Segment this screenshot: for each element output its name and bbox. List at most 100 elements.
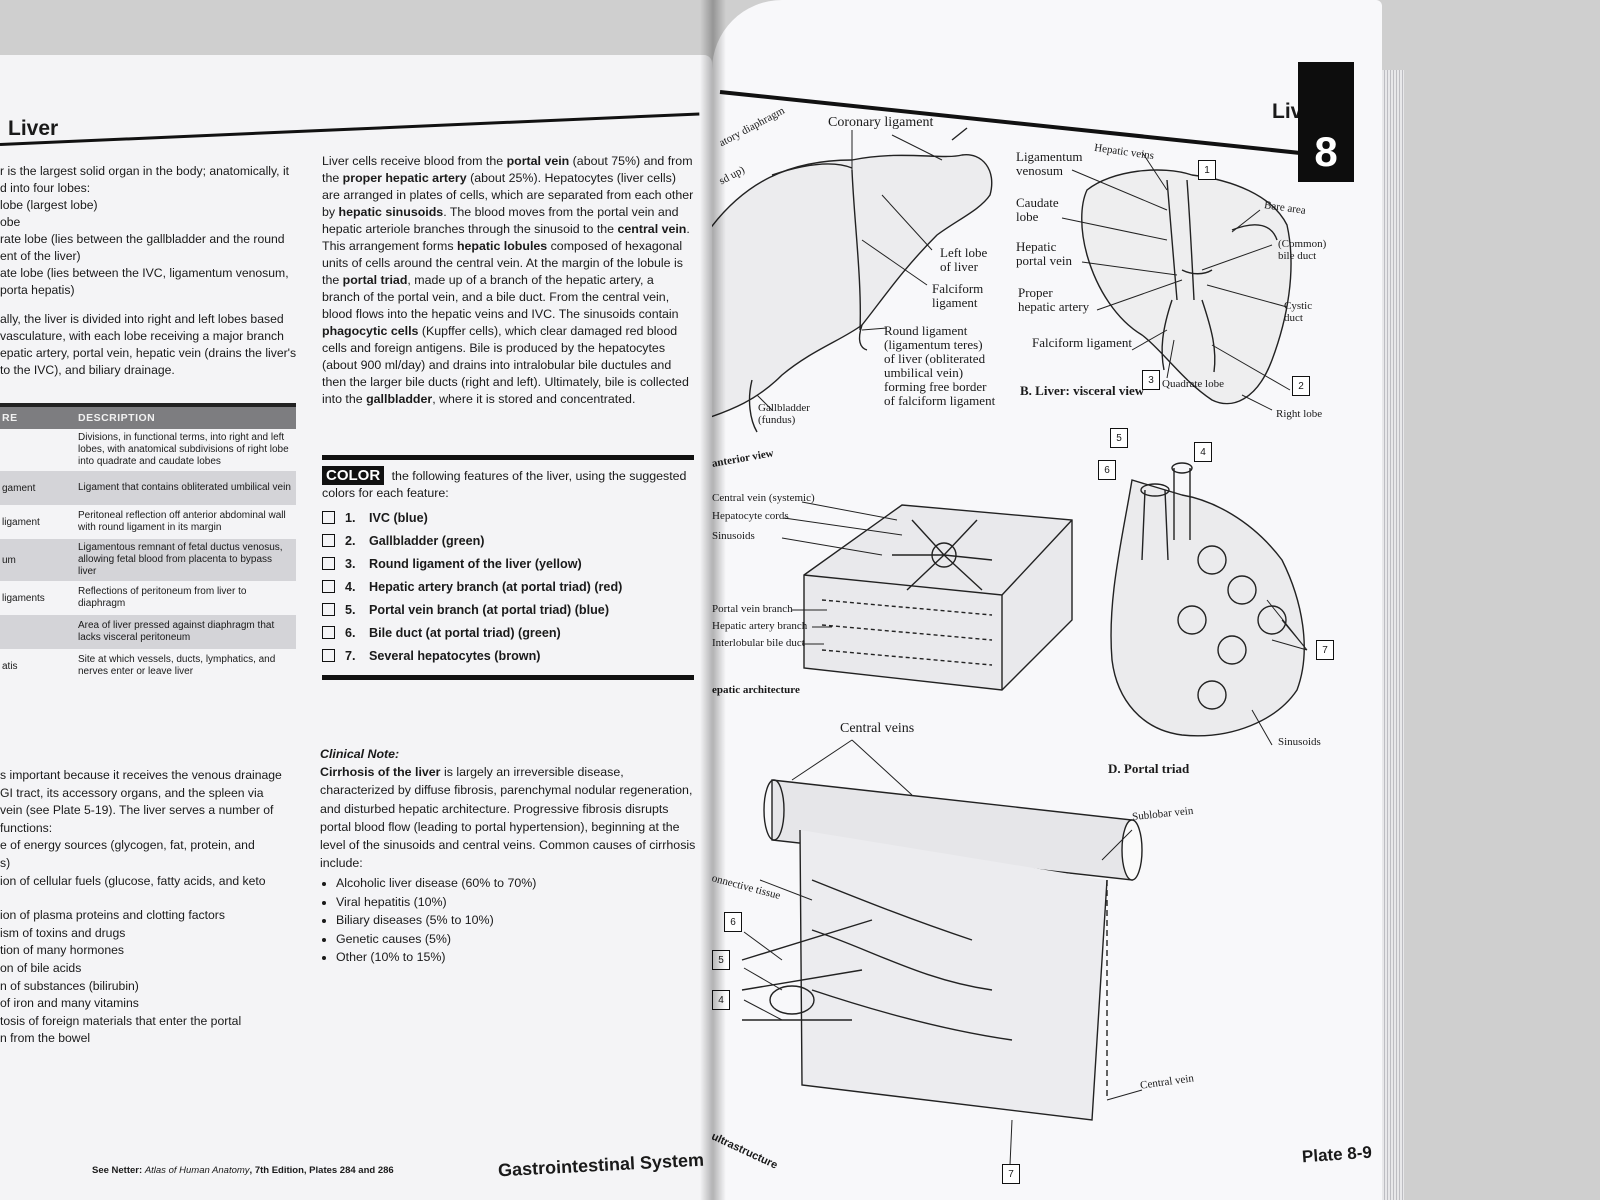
label-common-bile-duct: (Common) bile duct [1278, 238, 1327, 262]
callout-4-ultra: 4 [712, 990, 730, 1010]
checklist-text: IVC (blue) [369, 510, 428, 525]
body-term: portal vein [506, 154, 570, 168]
liver-visceral-drawing [1081, 169, 1292, 405]
body-text: , where it is stored and concentrated. [432, 392, 636, 406]
body-text: (about 75%) and from the [322, 154, 693, 185]
table-header-structure: RE [2, 412, 18, 424]
table-body: Divisions, in functional terms, into rig… [0, 429, 296, 683]
checkbox-icon[interactable] [322, 603, 335, 616]
intro-line: to the IVC), and biliary drainage. [0, 363, 175, 377]
table-cell-description: Reflections of peritoneum from liver to … [78, 586, 247, 609]
callout-5-ultra: 5 [712, 950, 730, 970]
body-term: central vein [617, 222, 687, 236]
table-cell-description: Ligament that contains obliterated umbil… [78, 482, 291, 493]
label-ligamentum-venosum: Ligamentum venosum [1016, 149, 1083, 178]
checkbox-icon[interactable] [322, 580, 335, 593]
checklist-number: 4. [345, 579, 356, 594]
clinical-note-lead: Cirrhosis of the liver [320, 765, 441, 780]
intro-line: ate lobe (lies between the IVC, ligament… [0, 266, 289, 280]
list-item: Genetic causes (5%) [336, 930, 696, 948]
body-term: phagocytic cells [322, 324, 419, 338]
body-text: , made up of a branch of the hepatic art… [322, 273, 679, 321]
body-text: . This arrangement forms [322, 222, 690, 253]
reference-atlas: Atlas of Human Anatomy [144, 1165, 250, 1176]
table-header-description: DESCRIPTION [78, 412, 156, 424]
liver-anterior-drawing [712, 127, 993, 433]
clinical-note-text: Cirrhosis of the liver is largely an irr… [320, 763, 696, 872]
body-text: (about 25%). Hepatocytes (liver cells) a… [322, 171, 694, 219]
checkbox-icon[interactable] [322, 649, 335, 662]
callout-7: 7 [1316, 640, 1334, 660]
functions-line: GI tract, its accessory organs, and the … [0, 785, 264, 800]
reference-edition: , 7th Edition, Plates 284 and 286 [249, 1165, 394, 1176]
table-cell-description: Area of liver pressed against diaphragm … [78, 620, 275, 643]
body-term: gallbladder [366, 392, 433, 406]
checklist-text: Hepatic artery branch (at portal triad) … [369, 579, 623, 594]
intro-line: epatic artery, portal vein, hepatic vein… [0, 346, 296, 360]
functions-line: n of substances (bilirubin) [0, 978, 139, 993]
list-item: Other (10% to 15%) [336, 948, 696, 966]
right-page: Liver 8 [712, 0, 1382, 1200]
label-portal-vein-branch: Portal vein branch [712, 603, 793, 615]
body-term: hepatic sinusoids [338, 205, 444, 219]
label-caudate-lobe: Caudate lobe [1016, 195, 1059, 224]
intro-line: ent of the liver) [0, 249, 81, 263]
color-checklist-item: 5.Portal vein branch (at portal triad) (… [322, 598, 694, 621]
body-text: (Kupffer cells), which clear damaged red… [322, 324, 689, 406]
functions-line: functions: [0, 820, 53, 835]
label-proper-hepatic-artery: Proper hepatic artery [1018, 285, 1090, 314]
checklist-text: Bile duct (at portal triad) (green) [369, 625, 561, 640]
table-row: Area of liver pressed against diaphragm … [0, 615, 296, 649]
body-term: hepatic lobules [456, 239, 548, 253]
checklist-number: 2. [345, 533, 356, 548]
chapter-tab: 8 [1298, 62, 1354, 182]
page-edge-stack [1382, 70, 1404, 1200]
body-text: . The blood moves from the portal vein a… [322, 205, 679, 236]
checkbox-icon[interactable] [322, 557, 335, 570]
table-row: ligaments Reflections of peritoneum from … [0, 581, 296, 615]
label-interlobular-bile-duct: Interlobular bile duct [712, 637, 805, 649]
checklist-text: Gallbladder (green) [369, 533, 485, 548]
intro-line: d into four lobes: [0, 181, 91, 195]
functions-line: ion of plasma proteins and clotting fact… [0, 908, 225, 923]
functions-line: s) [0, 855, 11, 870]
intro-line: porta hepatis) [0, 283, 75, 297]
color-tag: COLOR [322, 466, 385, 485]
color-checklist-item: 7.Several hepatocytes (brown) [322, 644, 694, 667]
table-cell-structure: ligaments [2, 592, 45, 604]
functions-text: s important because it receives the veno… [0, 767, 300, 1048]
callout-1: 1 [1198, 160, 1216, 180]
callout-5: 5 [1110, 428, 1128, 448]
functions-gap [0, 890, 300, 907]
color-checklist-item: 3.Round ligament of the liver (yellow) [322, 552, 694, 575]
functions-line: tosis of foreign materials that enter th… [0, 1013, 242, 1028]
table-cell-description: Peritoneal reflection off anterior abdom… [78, 510, 286, 533]
clinical-note-body: is largely an irreversible disease, char… [320, 765, 696, 871]
liver-illustrations [712, 127, 1308, 1166]
label-hepatocyte-cords: Hepatocyte cords [712, 510, 789, 522]
table-row: Divisions, in functional terms, into rig… [0, 429, 296, 471]
functions-line: vein (see Plate 5-19). The liver serves … [0, 803, 274, 818]
ultrastructure-drawing [741, 779, 1143, 1121]
intro-line: ally, the liver is divided into right an… [0, 312, 284, 326]
leader-lines [743, 130, 1308, 1166]
body-text: Liver cells receive blood from the [322, 154, 507, 168]
callout-7-ultra: 7 [1002, 1164, 1020, 1184]
label-cystic-duct: Cystic duct [1284, 300, 1313, 324]
clinical-note-heading: Clinical Note: [320, 747, 400, 761]
label-hepatic-artery-branch: Hepatic artery branch [712, 620, 808, 632]
list-item: Viral hepatitis (10%) [336, 893, 696, 911]
label-falciform-ligament-visceral: Falciform ligament [1032, 335, 1133, 350]
intro-line: vasculature, with each lobe receiving a … [0, 329, 284, 343]
checkbox-icon[interactable] [322, 511, 335, 524]
color-instruction-text: the following features of the liver, usi… [322, 469, 687, 500]
checklist-number: 5. [345, 602, 356, 617]
intro-line: lobe (largest lobe) [0, 198, 98, 212]
checkbox-icon[interactable] [322, 534, 335, 547]
checkbox-icon[interactable] [322, 626, 335, 639]
color-instruction: COLOR the following features of the live… [322, 466, 694, 502]
functions-line: n from the bowel [0, 1031, 91, 1046]
label-central-vein-systemic: Central vein (systemic) [712, 492, 815, 504]
table-cell-description: Site at which vessels, ducts, lymphatics… [78, 654, 276, 677]
